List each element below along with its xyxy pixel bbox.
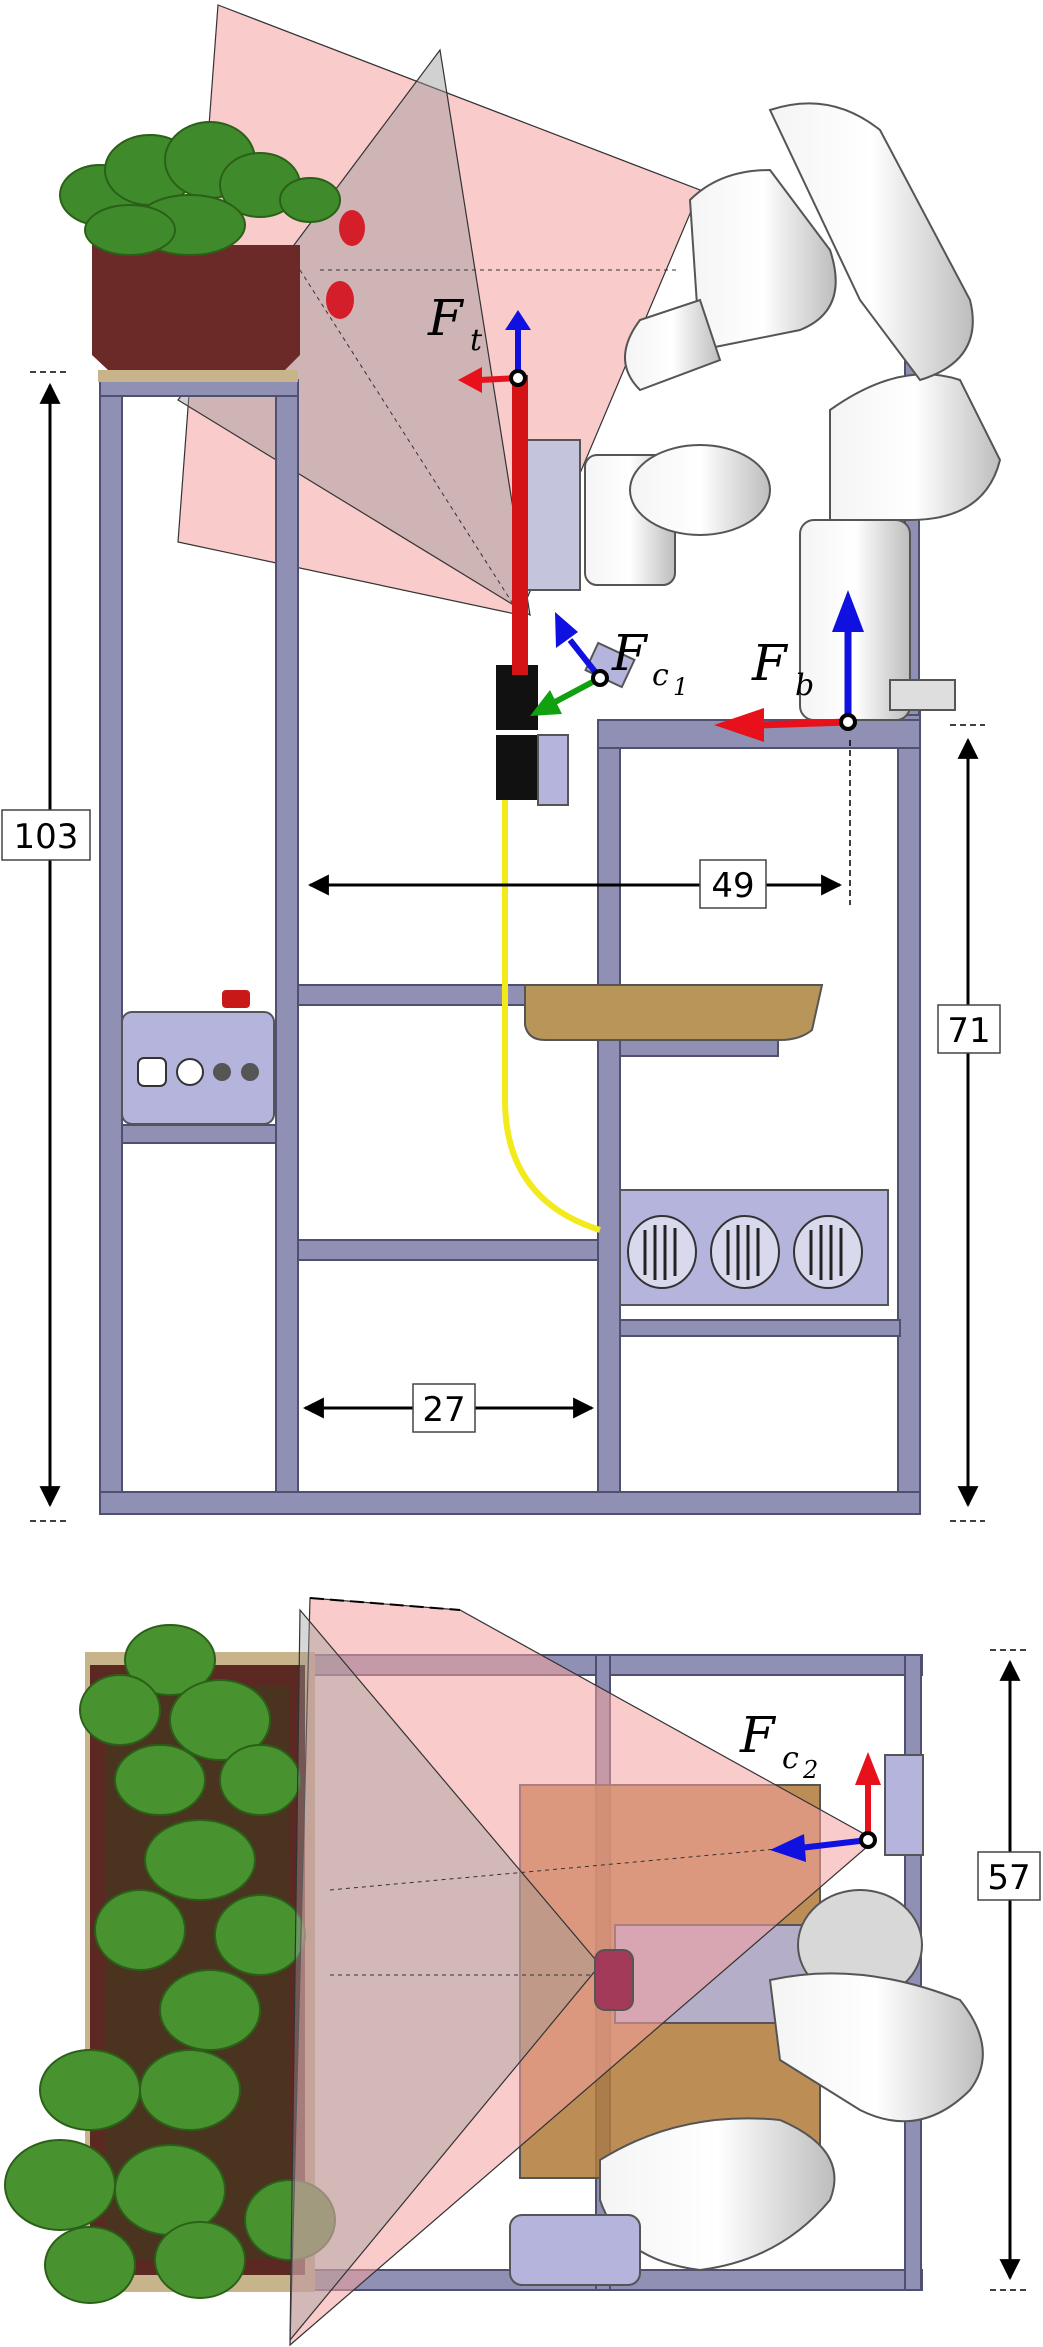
frame-tool-axes: [458, 310, 531, 393]
control-box: [121, 990, 275, 1125]
strawberry-planter-top: [4, 1624, 336, 2304]
svg-text:b: b: [795, 668, 814, 703]
collection-tray: [524, 984, 824, 1041]
frame-base-axes: [714, 590, 864, 742]
dim-label-reach: 49: [711, 866, 754, 906]
dimension-depth: 57: [977, 1649, 1041, 2291]
robot-arm-side: [519, 102, 1002, 721]
top-plate: [98, 370, 298, 382]
svg-text:2: 2: [802, 1756, 818, 1784]
frame-camera1-axes: [530, 612, 609, 716]
svg-text:t: t: [470, 323, 483, 358]
robot-arm-top: [509, 1754, 984, 2286]
fan-unit: [619, 1189, 889, 1306]
camera-fov-bottom: [289, 1597, 877, 2347]
svg-text:F: F: [751, 634, 789, 692]
dimension-shelf-width: 27: [302, 1383, 595, 1433]
dimension-reach: 49: [307, 740, 851, 909]
label-frame-camera2: F c 2: [739, 1706, 818, 1784]
strawberry-leaves-icon: [59, 121, 341, 256]
dim-label-upper-height: 71: [947, 1011, 990, 1051]
strawberry-fruit-icon: [326, 210, 365, 319]
camera-gripper: [496, 375, 636, 806]
dimension-total-height: 103: [1, 371, 91, 1522]
yellow-cable: [502, 790, 601, 1233]
laser-line: [512, 375, 528, 675]
dim-label-depth: 57: [987, 1858, 1030, 1898]
emergency-stop-icon: [222, 990, 250, 1008]
svg-text:F: F: [427, 289, 465, 347]
svg-text:1: 1: [673, 673, 688, 701]
strawberry-planter-side: [59, 121, 365, 376]
label-frame-base: F b: [751, 634, 814, 703]
label-frame-tool: F t: [427, 289, 483, 358]
top-view: F c 2 57: [4, 1597, 1041, 2347]
frame-camera2-axes: [770, 1752, 881, 1862]
label-frame-camera1: F c 1: [611, 624, 688, 701]
dimension-upper-height: 71: [937, 724, 1001, 1522]
svg-text:F: F: [739, 1706, 777, 1764]
dim-label-shelf-width: 27: [422, 1390, 465, 1430]
side-view: F t F c 1 F b 103 49: [1, 4, 1002, 1522]
svg-text:F: F: [611, 624, 649, 682]
svg-text:c: c: [782, 1741, 799, 1776]
dim-label-total-height: 103: [14, 817, 79, 857]
gripper-top: [594, 1949, 634, 2011]
strawberry-leaves-icon: [4, 1624, 336, 2304]
svg-text:c: c: [652, 658, 669, 693]
